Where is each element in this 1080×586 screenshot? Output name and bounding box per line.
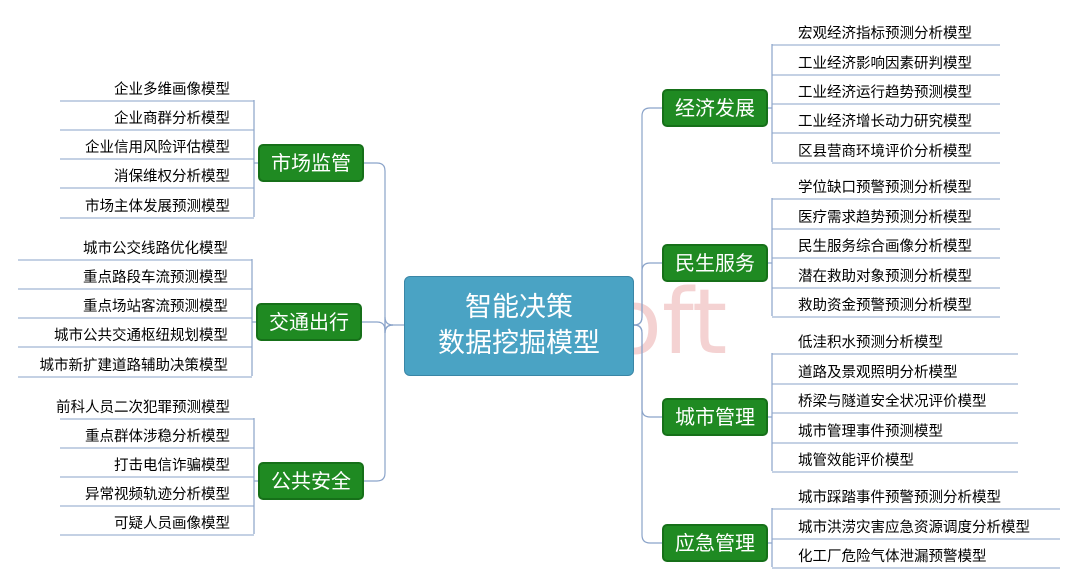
leaf-model-item: 化工厂危险气体泄漏预警模型	[798, 549, 987, 565]
leaf-model-item: 可疑人员画像模型	[114, 516, 230, 532]
leaf-model-item: 异常视频轨迹分析模型	[85, 487, 230, 503]
right-branch-node: 应急管理	[662, 524, 768, 562]
leaf-model-item: 打击电信诈骗模型	[114, 458, 230, 474]
leaf-model-item: 消保维权分析模型	[114, 169, 230, 185]
center-node: 智能决策 数据挖掘模型	[404, 276, 634, 376]
leaf-model-item: 城市踩踏事件预警预测分析模型	[798, 490, 1001, 506]
leaf-model-item: 工业经济运行趋势预测模型	[798, 85, 972, 101]
right-branch-node: 民生服务	[662, 244, 768, 282]
leaf-model-item: 企业商群分析模型	[114, 111, 230, 127]
leaf-model-item: 重点路段车流预测模型	[83, 270, 228, 286]
leaf-model-item: 救助资金预警预测分析模型	[798, 298, 972, 314]
leaf-model-item: 城市公共交通枢纽规划模型	[54, 328, 228, 344]
leaf-model-item: 民生服务综合画像分析模型	[798, 239, 972, 255]
leaf-model-item: 区县营商环境评价分析模型	[798, 144, 972, 160]
leaf-model-item: 重点场站客流预测模型	[83, 299, 228, 315]
leaf-model-item: 企业多维画像模型	[114, 82, 230, 98]
leaf-model-item: 低洼积水预测分析模型	[798, 335, 943, 351]
leaf-model-item: 重点群体涉稳分析模型	[85, 429, 230, 445]
leaf-model-item: 学位缺口预警预测分析模型	[798, 180, 972, 196]
leaf-model-item: 城市新扩建道路辅助决策模型	[39, 358, 229, 374]
leaf-model-item: 道路及景观照明分析模型	[798, 365, 958, 381]
left-branch-node: 交通出行	[256, 303, 362, 341]
leaf-model-item: 工业经济影响因素研判模型	[798, 56, 972, 72]
leaf-model-item: 宏观经济指标预测分析模型	[798, 26, 972, 42]
leaf-model-item: 企业信用风险评估模型	[85, 140, 230, 156]
center-title-line1: 智能决策	[465, 292, 573, 323]
leaf-model-item: 前科人员二次犯罪预测模型	[56, 400, 230, 416]
leaf-model-item: 市场主体发展预测模型	[85, 199, 230, 215]
leaf-model-item: 桥梁与隧道安全状况评价模型	[798, 394, 987, 410]
center-title-line2: 数据挖掘模型	[438, 328, 600, 359]
leaf-model-item: 工业经济增长动力研究模型	[798, 114, 972, 130]
leaf-model-item: 城市公交线路优化模型	[83, 241, 228, 257]
left-branch-node: 市场监管	[258, 144, 364, 182]
left-branch-node: 公共安全	[258, 462, 364, 500]
leaf-model-item: 城市洪涝灾害应急资源调度分析模型	[798, 520, 1030, 536]
right-branch-node: 经济发展	[662, 89, 768, 127]
leaf-model-item: 城管效能评价模型	[798, 453, 914, 469]
leaf-model-item: 医疗需求趋势预测分析模型	[798, 210, 972, 226]
right-branch-node: 城市管理	[662, 398, 768, 436]
leaf-model-item: 城市管理事件预测模型	[798, 424, 943, 440]
leaf-model-item: 潜在救助对象预测分析模型	[798, 269, 972, 285]
